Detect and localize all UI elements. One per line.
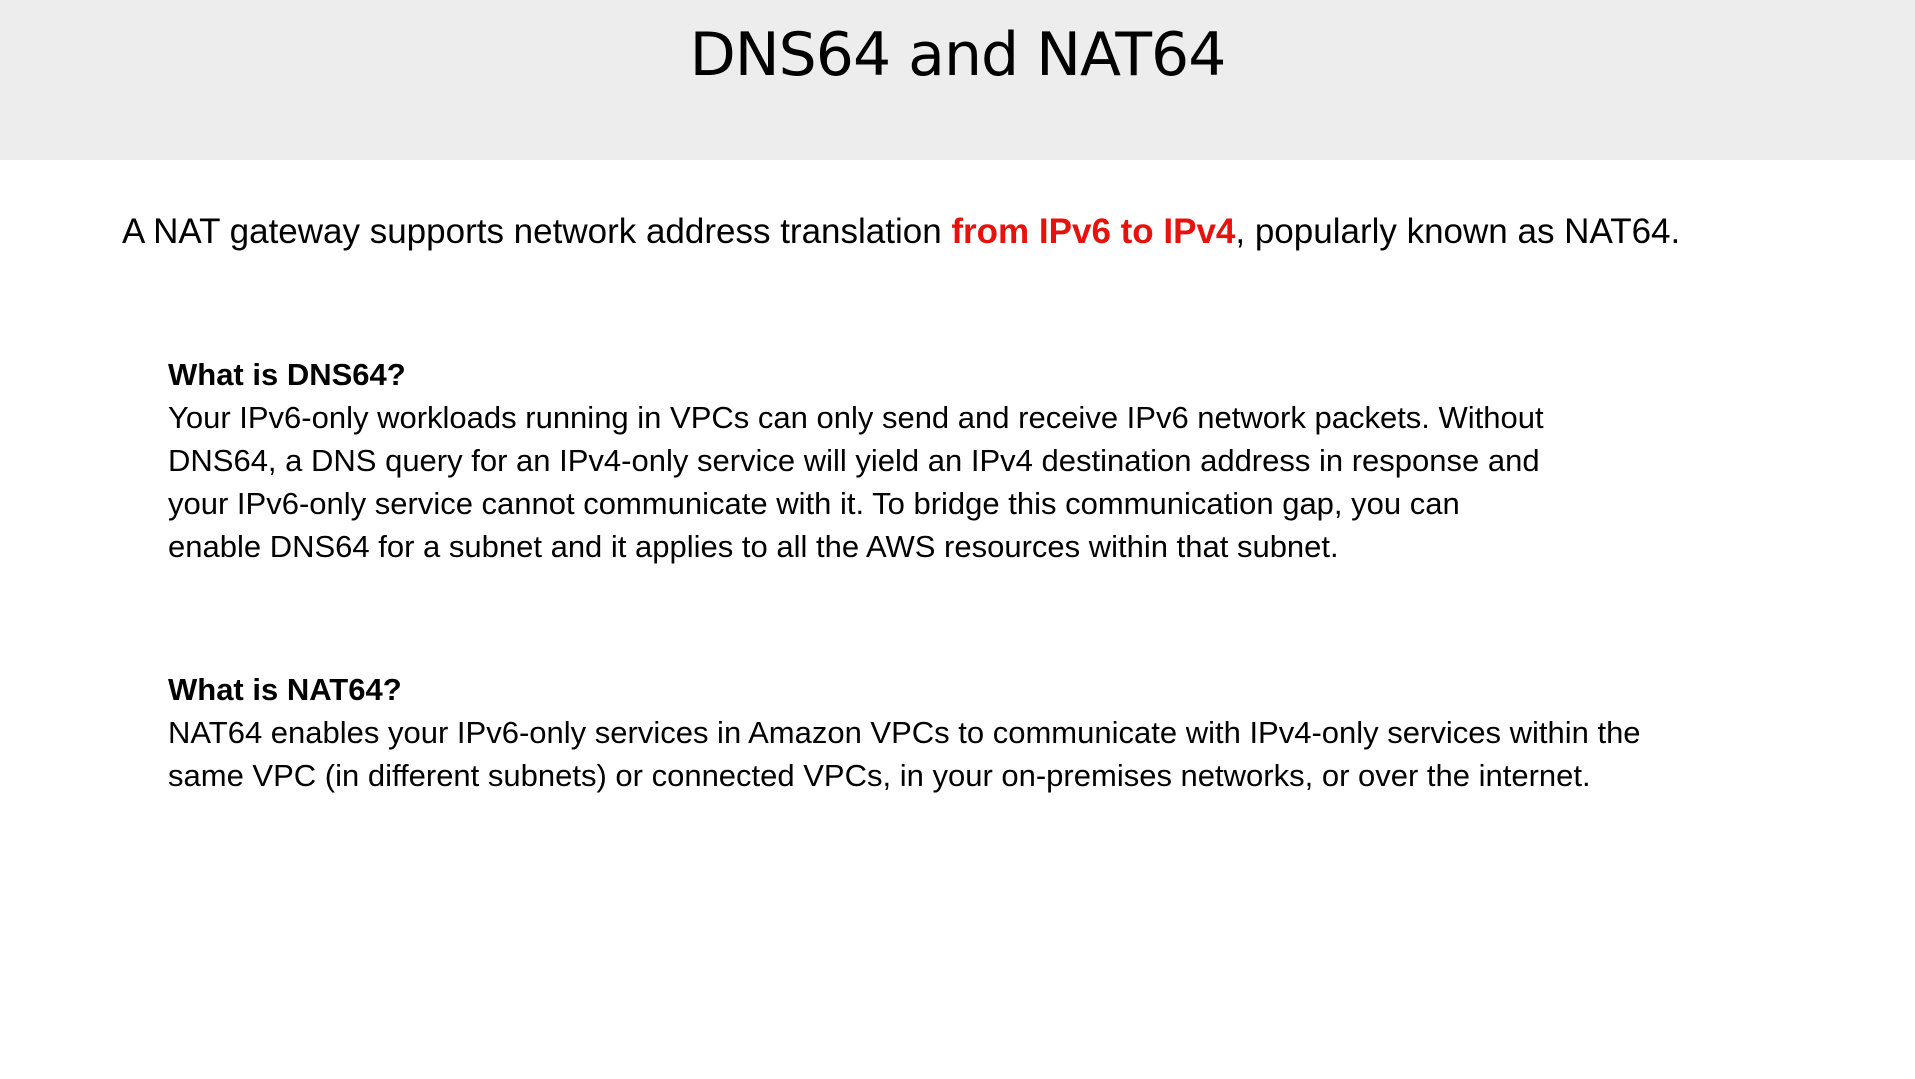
intro-text-after: , popularly known as NAT64. — [1235, 212, 1681, 251]
slide-title: DNS64 and NAT64 — [689, 20, 1227, 90]
nat64-line: NAT64 enables your IPv6-only services in… — [168, 715, 1641, 750]
dns64-line: DNS64, a DNS query for an IPv4-only serv… — [168, 443, 1540, 478]
intro-paragraph: A NAT gateway supports network address t… — [122, 208, 1882, 256]
title-band: DNS64 and NAT64 — [0, 0, 1915, 160]
intro-text-before: A NAT gateway supports network address t… — [122, 212, 952, 251]
nat64-heading: What is NAT64? — [168, 672, 402, 707]
dns64-line: your IPv6-only service cannot communicat… — [168, 486, 1460, 521]
dns64-line: Your IPv6-only workloads running in VPCs… — [168, 400, 1544, 435]
dns64-line: enable DNS64 for a subnet and it applies… — [168, 529, 1339, 564]
nat64-line: same VPC (in different subnets) or conne… — [168, 758, 1591, 793]
nat64-section: What is NAT64? NAT64 enables your IPv6-o… — [168, 668, 1728, 797]
dns64-heading: What is DNS64? — [168, 357, 406, 392]
dns64-section: What is DNS64? Your IPv6-only workloads … — [168, 353, 1728, 568]
intro-highlight: from IPv6 to IPv4 — [951, 212, 1236, 251]
